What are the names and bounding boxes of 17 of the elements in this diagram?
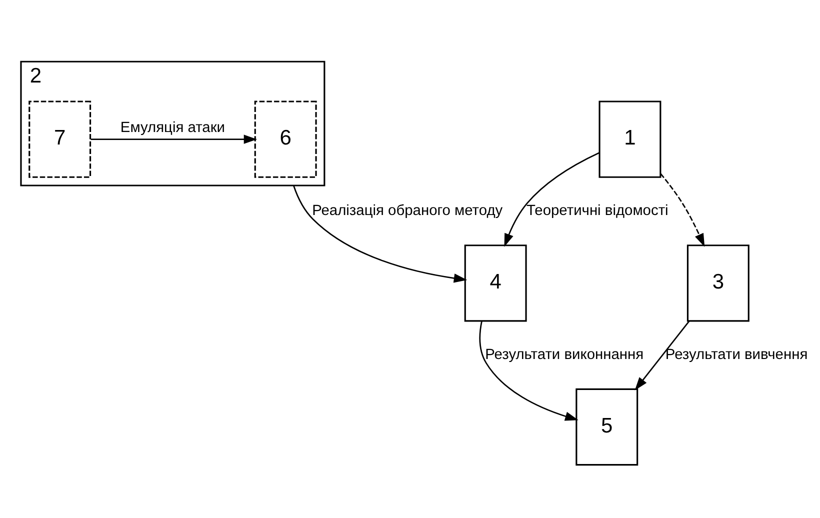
edge-label: Реалізація обраного методу [312, 203, 503, 220]
arrow [479, 321, 578, 421]
arrow [504, 152, 600, 247]
node-box: 3 [686, 244, 750, 322]
node-box: 1 [598, 100, 662, 178]
edge-label: Результати виконнання [485, 346, 644, 363]
edge-label: Емуляція атаки [120, 120, 225, 136]
node-box: 5 [576, 388, 638, 466]
arrow [634, 320, 690, 390]
edge-label: Результати вивчення [665, 346, 808, 363]
node-box: 7 [28, 100, 92, 178]
node-box: 6 [254, 100, 317, 178]
edge-label: Теоретичні відомості [526, 203, 668, 220]
arrow [660, 173, 705, 247]
arrow [292, 185, 468, 283]
arrow [90, 134, 258, 144]
node-box: 4 [464, 244, 527, 322]
